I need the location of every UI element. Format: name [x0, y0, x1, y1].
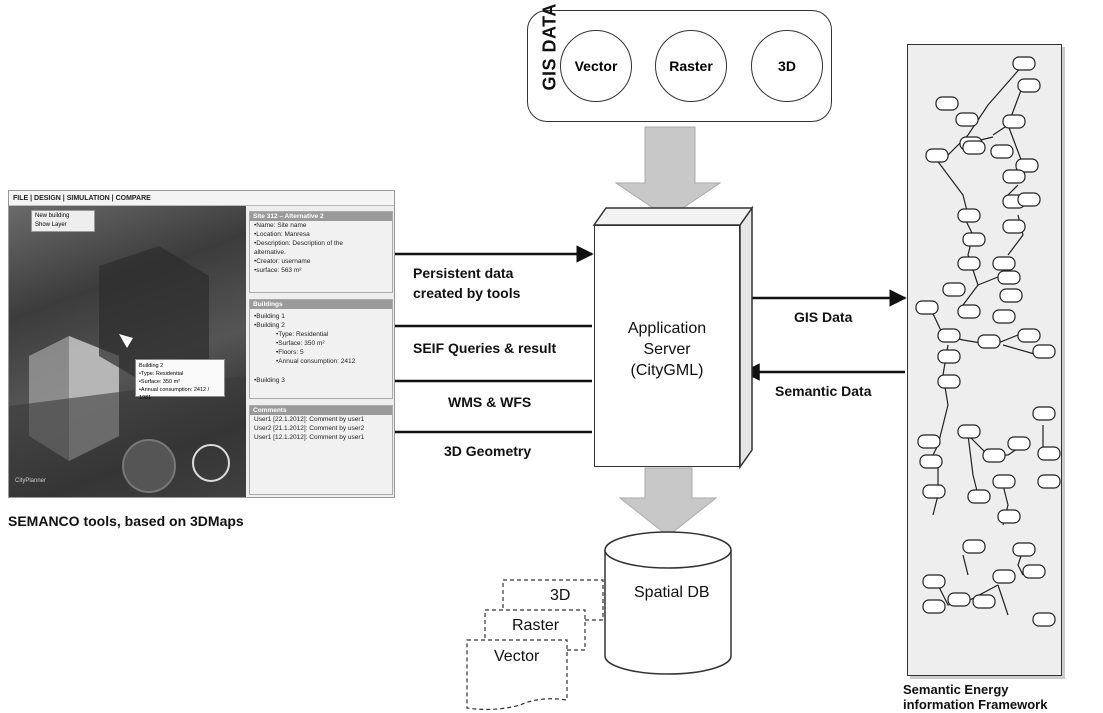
- wms-wfs-label: WMS & WFS: [448, 394, 532, 410]
- gis-data-arrow-label: GIS Data: [794, 309, 853, 325]
- db-layer-raster: Raster: [512, 617, 560, 634]
- site-panel: Site 312 – Alternative 2 •Name: Site nam…: [249, 211, 393, 293]
- fat-arrow-server-to-db: [618, 467, 718, 537]
- server-top-face: [592, 207, 754, 226]
- map-context-menu: New building Show Layer: [31, 210, 95, 232]
- semanco-tools-caption: SEMANCO tools, based on 3DMaps: [8, 513, 244, 529]
- map-menu-new-building: New building: [35, 213, 70, 219]
- semanco-tool-screenshot: FILE | DESIGN | SIMULATION | COMPARE New…: [8, 190, 395, 498]
- db-layer-cards: [466, 579, 604, 711]
- 3d-geometry-label: 3D Geometry: [444, 443, 532, 459]
- cityplanner-logo: CityPlanner: [15, 478, 47, 484]
- gis-raster-node: Raster: [655, 30, 727, 102]
- fat-arrow-gis-to-server: [614, 126, 722, 219]
- comments-panel-header: Comments: [250, 406, 392, 415]
- seif-queries-label: SEIF Queries & result: [413, 340, 557, 356]
- persistent-data-label-1: Persistent data: [413, 265, 514, 281]
- building-tooltip: Building 2 •Type: Residential •Surface: …: [135, 359, 225, 401]
- site-panel-header: Site 312 – Alternative 2: [250, 212, 392, 221]
- spatial-db-label: Spatial DB: [634, 584, 710, 601]
- gis-data-title: GIS DATA: [539, 3, 560, 91]
- map-buildings: [9, 246, 246, 497]
- screenshot-3d-map: New building Show Layer Building 2 •Type…: [9, 206, 246, 497]
- application-server-box: [594, 225, 740, 467]
- buildings-panel: Buildings •Building 1 •Building 2 •Type:…: [249, 299, 393, 399]
- comments-panel: Comments User1 [22.1.2012]: Comment by u…: [249, 405, 393, 495]
- seif-framework-panel: [907, 44, 1062, 676]
- application-server-label: Application Server (CityGML): [627, 320, 707, 379]
- semantic-data-arrow-label: Semantic Data: [775, 383, 872, 399]
- server-side-face: [739, 205, 753, 470]
- gis-vector-node: Vector: [560, 30, 632, 102]
- db-layer-3d: 3D: [550, 587, 571, 604]
- persistent-data-label-2: created by tools: [413, 285, 521, 301]
- seif-caption-line2: information Framework: [903, 697, 1048, 712]
- seif-graph: [915, 56, 1061, 627]
- seif-caption-line1: Semantic Energy: [903, 682, 1009, 697]
- db-layer-vector: Vector: [494, 648, 540, 665]
- buildings-panel-header: Buildings: [250, 300, 392, 309]
- gis-3d-node: 3D: [751, 30, 823, 102]
- spatial-db-cylinder: [604, 531, 732, 675]
- screenshot-menu-bar: FILE | DESIGN | SIMULATION | COMPARE: [9, 191, 394, 206]
- map-menu-show-layer: Show Layer: [35, 222, 67, 228]
